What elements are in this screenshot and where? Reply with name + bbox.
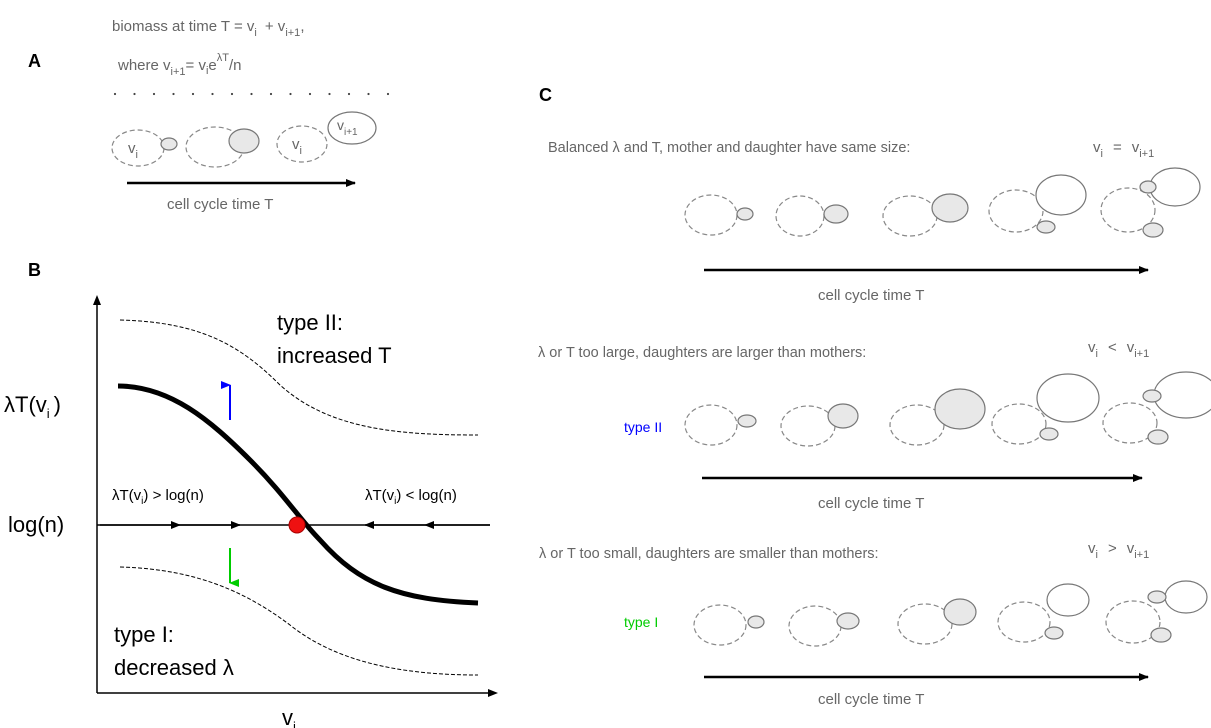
row1-description: Balanced λ and T, mother and daughter ha…	[548, 140, 910, 156]
type2-label: type II: increased T	[277, 310, 392, 368]
separator-dot	[386, 92, 390, 96]
row3-relation: vi>vi+1	[1088, 540, 1149, 561]
fixed-point	[288, 516, 306, 534]
separator-dot	[367, 92, 370, 96]
row-balanced: Balanced λ and T, mother and daughter ha…	[548, 139, 1201, 304]
cell-label-vi-2: vi	[292, 136, 302, 157]
separator-dot	[172, 92, 175, 96]
x-label-vi: vi	[282, 705, 296, 728]
separator-dot	[152, 92, 156, 96]
cell-label-vi1: vi+1	[337, 117, 358, 138]
separator-dot	[328, 92, 331, 96]
separator-dot	[230, 92, 234, 96]
time-label-row3: cell cycle time T	[818, 691, 924, 708]
time-label-row1: cell cycle time T	[818, 287, 924, 304]
right-inequality: λT(vi) < log(n)	[365, 487, 457, 507]
panel-b-label: B	[28, 260, 41, 280]
lambda-t-curve	[117, 383, 479, 606]
lower-dashed-bound	[119, 566, 479, 676]
separator-dot	[211, 92, 214, 96]
row1-relation: vi=vi+1	[1093, 139, 1154, 160]
separator-dot	[347, 92, 351, 96]
time-label-a: cell cycle time T	[167, 196, 273, 213]
type1-tag: type I	[624, 614, 658, 630]
type1-label: type I: decreased λ	[114, 622, 234, 680]
y-label-logn: log(n)	[8, 512, 64, 537]
panel-a: A biomass at time T = vi+ vi+1, where vi…	[28, 18, 390, 213]
row2-relation: vi<vi+1	[1088, 339, 1149, 360]
cell-label-vi-1: vi	[128, 140, 138, 161]
row-type1: λ or T too small, daughters are smaller …	[539, 540, 1208, 708]
row2-description: λ or T too large, daughters are larger t…	[538, 345, 866, 361]
biomass-formula: biomass at time T = vi+ vi+1,	[112, 18, 304, 39]
separator-dot	[250, 92, 253, 96]
separator-dot	[191, 92, 195, 96]
left-inequality: λT(vi) > log(n)	[112, 487, 204, 507]
time-label-row2: cell cycle time T	[818, 495, 924, 512]
upper-dashed-bound	[119, 319, 479, 436]
cell-sequence-a: vi vi vi+1	[111, 111, 377, 168]
panel-b: B λT(vi) log(n) vi type II: increased T …	[4, 260, 498, 728]
separator-dot	[113, 92, 117, 96]
dotted-separator	[113, 92, 390, 96]
row3-description: λ or T too small, daughters are smaller …	[539, 546, 879, 562]
separator-dot	[133, 92, 136, 96]
type2-tag: type II	[624, 419, 662, 435]
panel-c-label: C	[539, 85, 552, 105]
row-type2: λ or T too large, daughters are larger t…	[538, 339, 1211, 512]
growth-formula: where vi+1= vieλT/n	[117, 52, 242, 78]
separator-dot	[289, 92, 292, 96]
separator-dot	[308, 92, 312, 96]
panel-a-label: A	[28, 51, 41, 71]
separator-dot	[269, 92, 273, 96]
y-label-lambda-t: λT(vi)	[4, 392, 61, 421]
panel-c: C Balanced λ and T, mother and daughter …	[538, 85, 1211, 708]
